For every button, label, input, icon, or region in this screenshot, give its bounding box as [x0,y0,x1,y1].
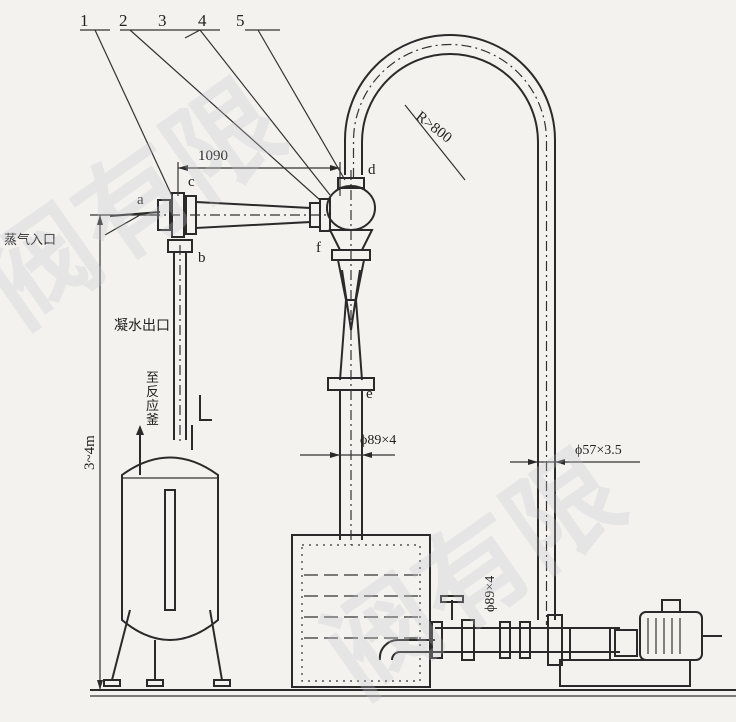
pipe-89-vertical-label: ϕ89×4 [360,433,396,448]
callout-1: 1 [80,11,89,30]
dimension-1090-label: 1090 [198,148,228,164]
point-b: b [198,250,206,266]
radius-leader [404,104,466,181]
dimension-height [90,214,160,690]
condensate-outlet-label: 凝水出口 [114,318,170,334]
callout-2: 2 [119,11,128,30]
point-f: f [316,240,321,256]
dimension-phi89-vertical [300,452,395,458]
condensate-pipe [167,239,193,445]
point-d: d [368,162,376,178]
to-reactor-label: 至反应釜 [146,371,160,428]
callout-3: 3 [158,11,167,30]
height-label: 3~4m [82,435,98,470]
dimension-phi57 [510,459,640,465]
pipe-57-label: ϕ57×3.5 [575,443,622,458]
steam-inlet-label: 蒸气入口 [4,232,56,247]
callout-leaders [80,29,346,236]
pump-motor-unit [559,599,722,687]
point-e: e [366,386,373,402]
return-pipe-arch [344,34,556,625]
svg-text:阀有限: 阀有限 [0,57,305,351]
callout-4: 4 [198,11,207,30]
reactor-vessel [103,395,231,687]
point-c: c [188,174,195,190]
callout-5: 5 [236,11,245,30]
water-tank [291,534,435,688]
venturi-downpipe [327,170,375,545]
pipe-89-horizontal-label: ϕ89×4 [483,576,498,612]
point-a: a [137,192,144,208]
svg-text:阀有限: 阀有限 [301,427,645,717]
